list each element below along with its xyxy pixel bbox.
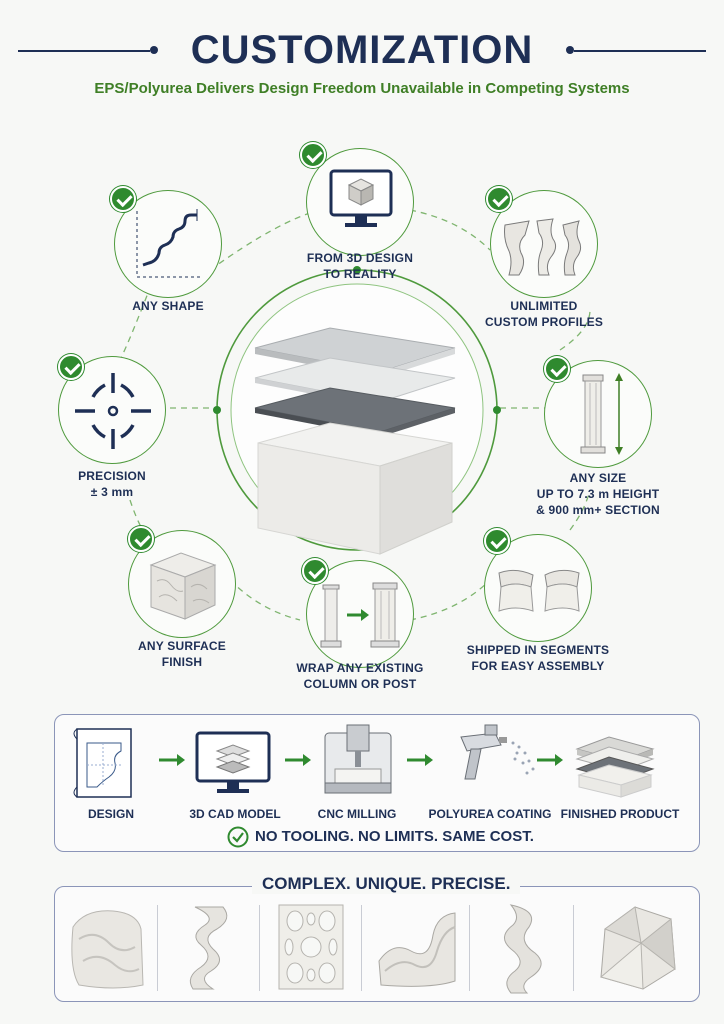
- gallery-divider: [157, 905, 158, 991]
- gallery-title: COMPLEX. UNIQUE. PRECISE.: [252, 874, 521, 894]
- wave-sculpture: [378, 912, 456, 987]
- feature-label-finish: ANY SURFACE FINISH: [112, 638, 252, 670]
- monitor-cube-icon: [329, 169, 393, 227]
- textured-block-icon: [149, 552, 217, 620]
- title-dot-left: [150, 46, 158, 54]
- cad-monitor-icon: [195, 731, 271, 793]
- feature-line: FINISH: [161, 655, 203, 669]
- connector-bottom-right: [409, 579, 491, 621]
- feature-diagram: [119, 209, 591, 621]
- connector-right-top: [559, 309, 591, 351]
- feature-line: SHIPPED IN SEGMENTS: [466, 643, 610, 657]
- gallery-divider: [259, 905, 260, 991]
- check-icon: [300, 142, 326, 168]
- title-dot-right: [566, 46, 574, 54]
- sculpted-block-1: [71, 910, 144, 989]
- circle-check-icon: [227, 826, 249, 848]
- feature-circle-3d-design: [306, 148, 414, 256]
- feature-label-wrap: WRAP ANY EXISTING COLUMN OR POST: [290, 660, 430, 692]
- connector-left-bottom: [129, 499, 151, 541]
- gallery-divider: [361, 905, 362, 991]
- title-rule-right: [574, 50, 706, 52]
- connector-right-bottom: [569, 489, 591, 531]
- gallery-panel: [54, 886, 700, 1002]
- check-icon: [302, 558, 328, 584]
- check-icon: [58, 354, 84, 380]
- crosshair-icon: [75, 373, 151, 449]
- step-label-coating: POLYUREA COATING: [428, 807, 552, 821]
- arrow-right-icon: [285, 754, 311, 766]
- check-icon: [128, 526, 154, 552]
- step-label-finished: FINISHED PRODUCT: [560, 807, 680, 821]
- feature-label-shape: ANY SHAPE: [98, 298, 238, 314]
- eps-layer-stack: [254, 327, 456, 555]
- title-rule-left: [18, 50, 150, 52]
- lattice-panel: [278, 904, 344, 990]
- connector-bottom-left: [229, 579, 301, 621]
- ring-node-top: [353, 266, 361, 274]
- step-label-cad: 3D CAD MODEL: [189, 807, 281, 821]
- feature-label-precision: PRECISION ± 3 mm: [42, 468, 182, 500]
- twisted-column-2: [504, 904, 542, 994]
- feature-line: FROM 3D DESIGN: [306, 251, 414, 265]
- page-subtitle: EPS/Polyurea Delivers Design Freedom Una…: [94, 80, 630, 97]
- feature-line: & 900 mm+ SECTION: [536, 503, 660, 517]
- ring-node-right: [493, 406, 501, 414]
- check-icon: [484, 528, 510, 554]
- column-height-icon: [580, 373, 623, 455]
- feature-line: UNLIMITED: [510, 299, 578, 313]
- gallery-divider: [573, 905, 574, 991]
- feature-line: COLUMN OR POST: [303, 677, 417, 691]
- faceted-block: [599, 906, 676, 990]
- column-wrap-icon: [320, 582, 400, 648]
- gallery-divider: [469, 905, 470, 991]
- title-row: CUSTOMIZATION: [0, 26, 724, 76]
- twisted-column-1: [189, 906, 228, 990]
- feature-label-profiles: UNLIMITED CUSTOM PROFILES: [474, 298, 614, 330]
- feature-line: TO REALITY: [323, 267, 397, 281]
- feature-circle-profiles: [490, 190, 598, 298]
- spray-gun-icon: [460, 724, 535, 780]
- process-tagline: NO TOOLING. NO LIMITS. SAME COST.: [255, 828, 534, 845]
- feature-line: ANY SIZE: [569, 471, 627, 485]
- check-icon: [486, 186, 512, 212]
- page-title: CUSTOMIZATION: [190, 28, 534, 72]
- finished-block-icon: [575, 736, 655, 798]
- curve-profile-icon: [136, 209, 203, 278]
- feature-line: UP TO 7.3 m HEIGHT: [536, 487, 660, 501]
- ring-node-left: [213, 406, 221, 414]
- feature-line: PRECISION: [78, 469, 146, 483]
- feature-line: WRAP ANY EXISTING: [296, 661, 424, 675]
- process-panel: DESIGN 3D CAD MODEL CNC MILLING POLYUREA…: [54, 714, 700, 852]
- feature-label-segments: SHIPPED IN SEGMENTS FOR EASY ASSEMBLY: [466, 642, 610, 674]
- feature-line: ANY SHAPE: [132, 299, 204, 313]
- segments-icon: [498, 569, 580, 612]
- feature-line: ± 3 mm: [90, 485, 134, 499]
- feature-label-3d-design: FROM 3D DESIGN TO REALITY: [290, 250, 430, 282]
- foam-side: [379, 442, 453, 555]
- feature-circle-precision: [58, 356, 166, 464]
- feature-line: FOR EASY ASSEMBLY: [471, 659, 605, 673]
- check-icon: [110, 186, 136, 212]
- feature-label-size: ANY SIZE UP TO 7.3 m HEIGHT & 900 mm+ SE…: [528, 470, 668, 518]
- step-label-cnc: CNC MILLING: [317, 807, 397, 821]
- check-icon: [544, 356, 570, 382]
- arrow-right-icon: [537, 754, 563, 766]
- connector-top-right: [409, 209, 491, 251]
- cnc-machine-icon: [324, 724, 392, 794]
- moulding-profiles-icon: [504, 218, 582, 276]
- arrow-right-icon: [407, 754, 433, 766]
- arrow-right-icon: [159, 754, 185, 766]
- step-label-design: DESIGN: [87, 807, 134, 821]
- feature-line: CUSTOM PROFILES: [484, 315, 604, 329]
- feature-line: ANY SURFACE: [138, 639, 226, 653]
- blueprint-icon: [73, 728, 132, 798]
